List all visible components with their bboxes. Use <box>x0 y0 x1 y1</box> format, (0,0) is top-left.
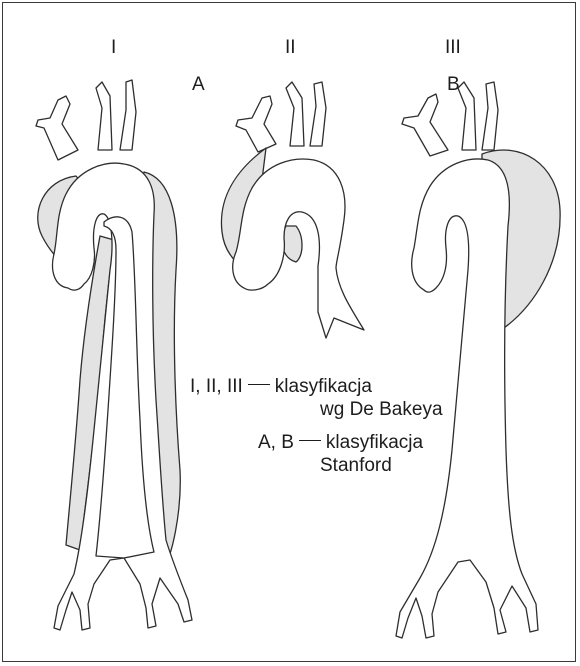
aorta-2-right-branch <box>310 82 326 146</box>
legend-dash <box>248 384 270 385</box>
legend-stanford-text-1: klasyfikacja <box>326 432 423 453</box>
legend-dash <box>299 440 321 441</box>
legend-debakey-row-2: wg De Bakeya <box>320 399 443 421</box>
legend-stanford-symbols: A, B <box>258 432 294 453</box>
legend-stanford-text-2: Stanford <box>320 455 392 476</box>
aorta-type-3 <box>396 82 560 638</box>
aorta-type-1 <box>36 80 192 630</box>
aorta-1-middle-branch <box>96 82 112 150</box>
aorta-3-left-branch <box>402 94 448 156</box>
aorta-type-2 <box>221 82 364 338</box>
legend-debakey-text-1: klasyfikacja <box>275 376 372 397</box>
legend-stanford-row-2: Stanford <box>320 455 392 477</box>
legend-stanford-row: A, B klasyfikacja <box>258 432 423 454</box>
legend-debakey-text-2: wg De Bakeya <box>320 399 443 420</box>
aorta-2-middle-branch <box>286 82 304 146</box>
aorta-1-left-branch <box>36 96 78 160</box>
aorta-3-right-branch <box>482 82 498 150</box>
aorta-3-middle-branch <box>458 82 476 150</box>
aorta-1-right-branch <box>120 80 136 150</box>
aorta-2-left-branch <box>236 96 276 152</box>
legend-debakey-row: I, II, III klasyfikacja <box>190 376 372 398</box>
legend-debakey-symbols: I, II, III <box>190 376 243 397</box>
